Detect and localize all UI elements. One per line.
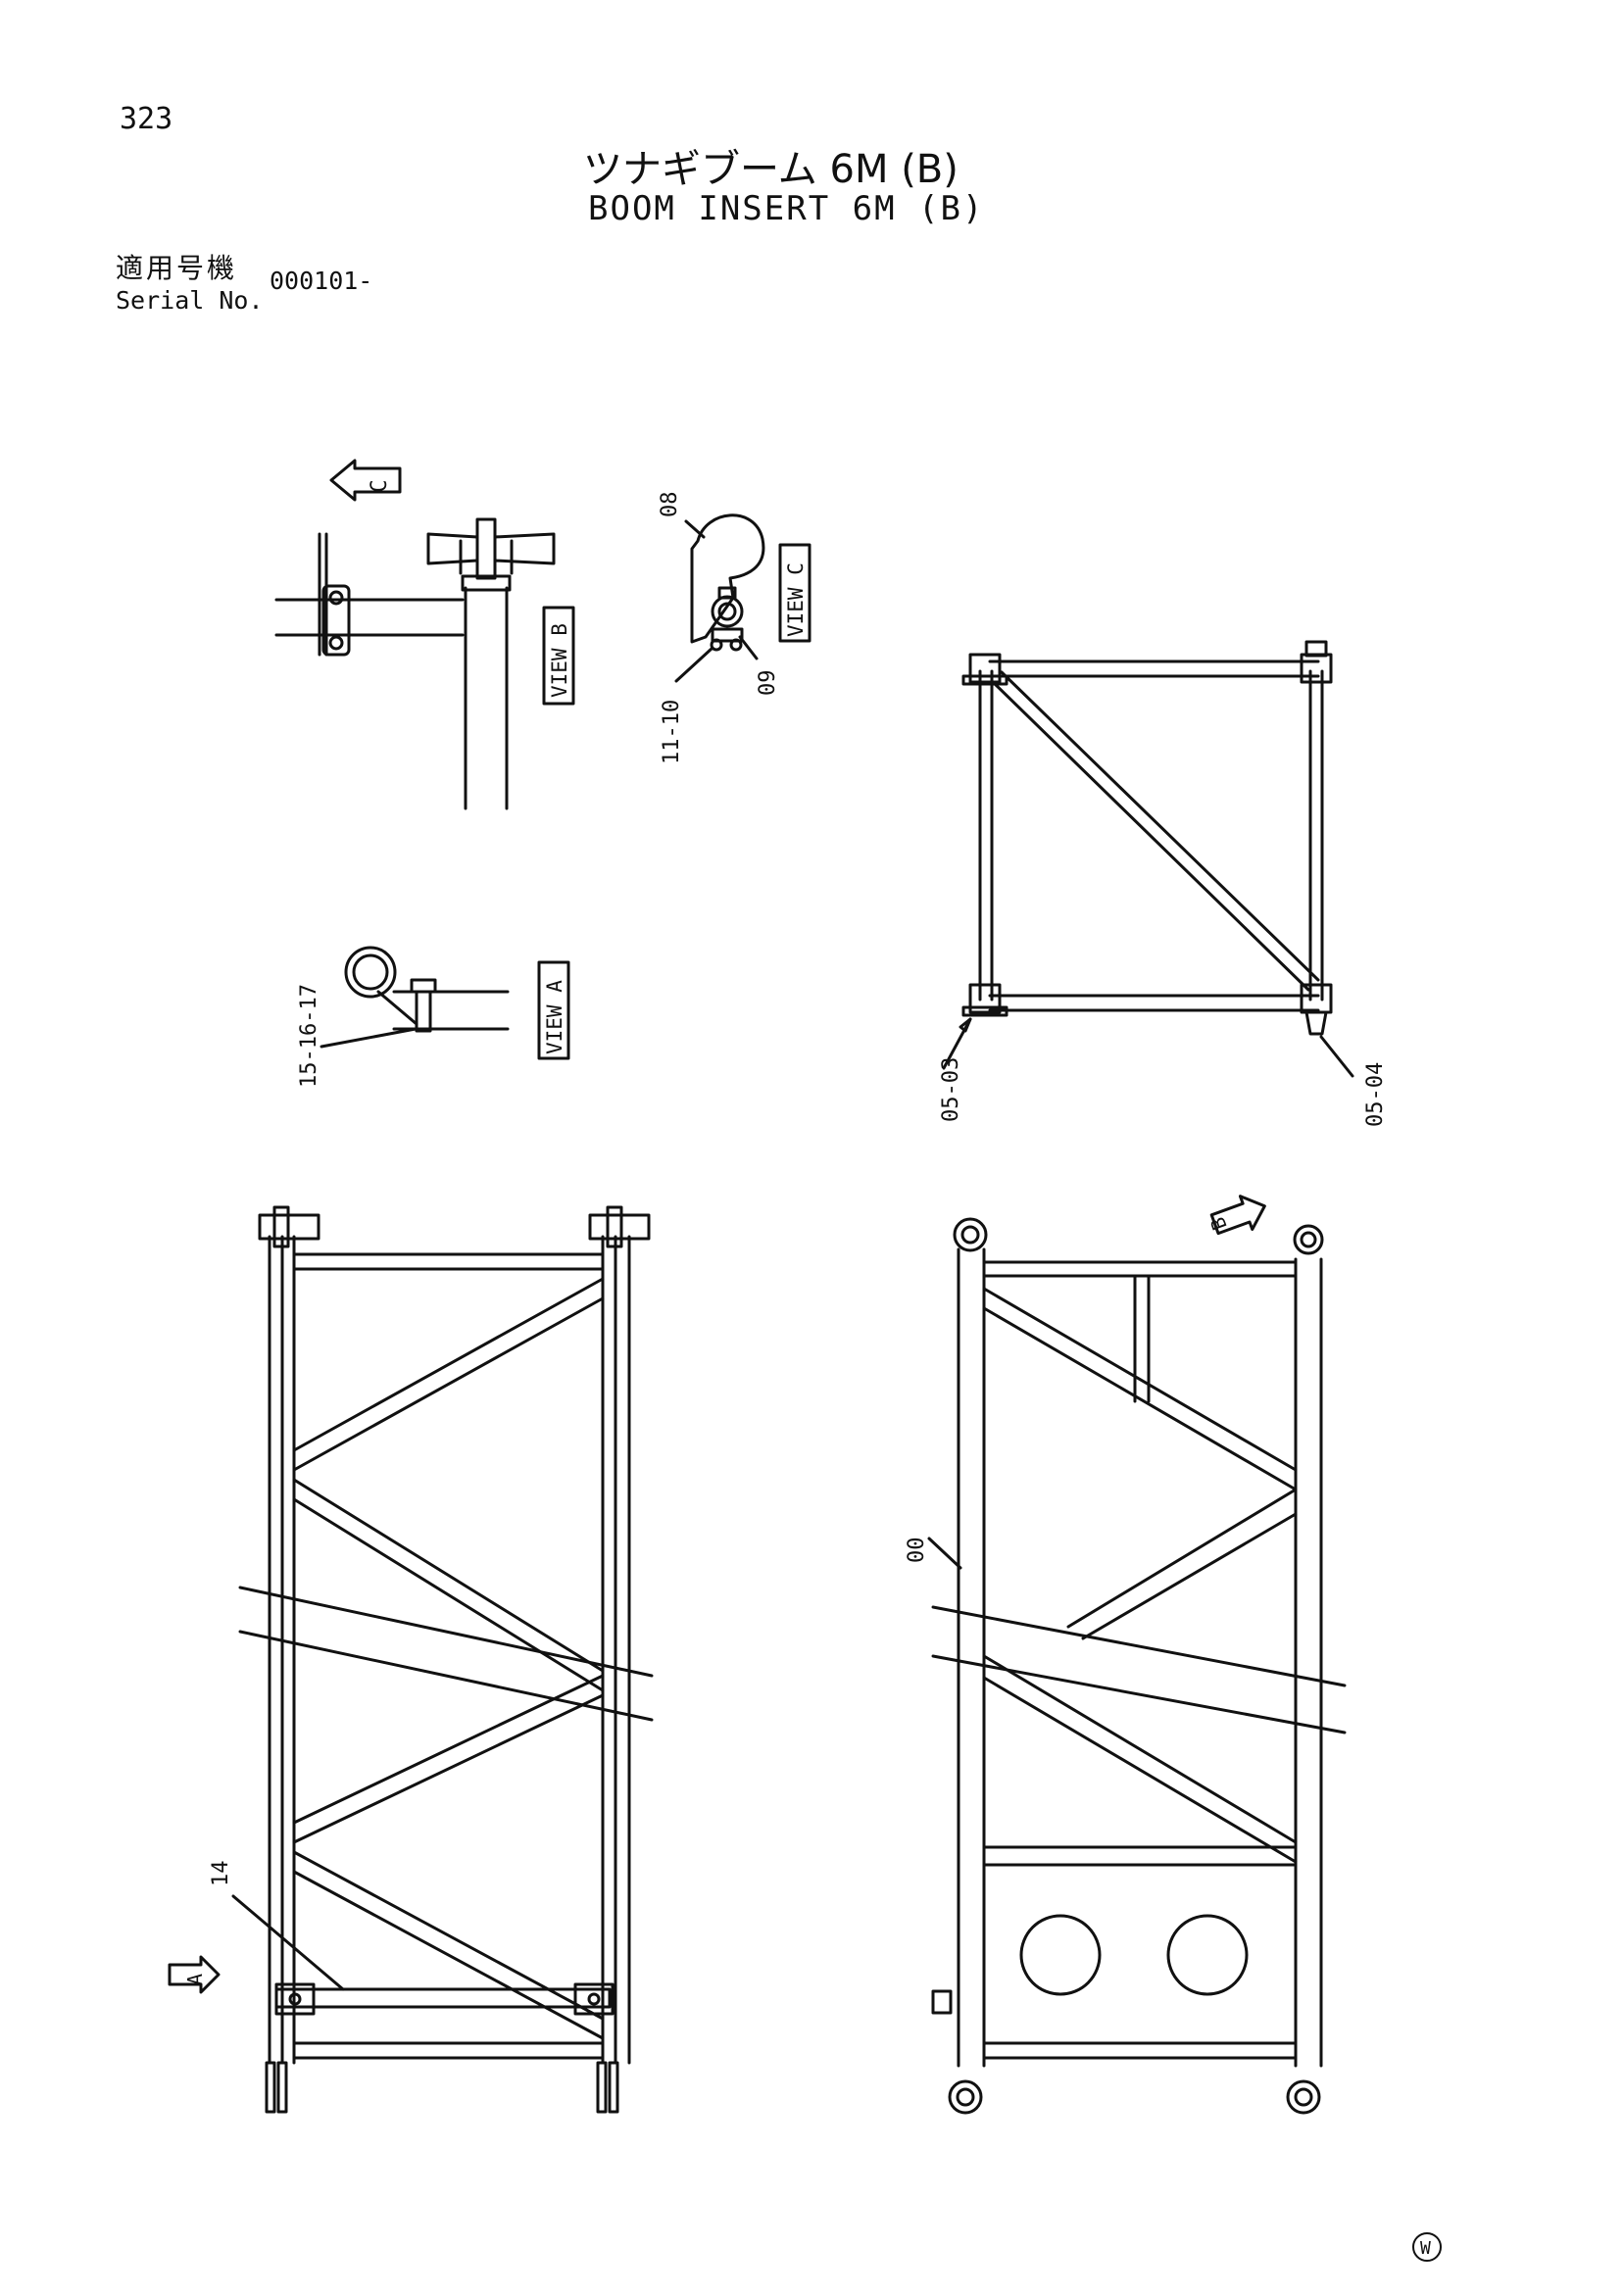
view-b-detail: C VIEW B (274, 459, 575, 810)
callout-05-03: 05-03 (939, 1057, 963, 1122)
side-view-frame: 14 A (168, 1205, 654, 2114)
callout-09: 09 (756, 670, 780, 697)
view-b-label: VIEW B (548, 623, 571, 698)
callout-05-04: 05-04 (1363, 1062, 1388, 1127)
serial-label-english: Serial No. (116, 286, 264, 315)
view-a-label: VIEW A (543, 980, 566, 1054)
view-b-arrow: B (1205, 1195, 1266, 1236)
view-c-detail: VIEW C 08 09 11-10 (658, 492, 812, 764)
view-a-detail: VIEW A 15-16-17 (297, 946, 570, 1088)
view-a-arrow: A (168, 1955, 221, 1994)
title-english: BOOM INSERT 6M (B) (588, 189, 985, 228)
top-view-frame: 00 B (905, 1195, 1347, 2115)
callout-08: 08 (658, 492, 682, 518)
view-c-label-box: VIEW C (778, 543, 812, 643)
footer-mark: W (1412, 2232, 1442, 2262)
view-c-arrow: C (329, 459, 402, 502)
view-a-label-box: VIEW A (537, 960, 570, 1060)
callout-15-16-17: 15-16-17 (297, 984, 321, 1088)
view-b-label-box: VIEW B (542, 606, 575, 706)
callout-14: 14 (209, 1861, 233, 1887)
page-number: 323 (120, 102, 173, 136)
view-c-arrow-label: C (368, 479, 392, 492)
title-japanese: ツナギブーム 6M (B) (583, 147, 959, 192)
callout-11-10: 11-10 (660, 700, 684, 764)
serial-label-japanese: 適用号機 (116, 252, 238, 284)
callout-00: 00 (905, 1538, 929, 1564)
view-a-arrow-label: A (183, 1974, 207, 1985)
serial-number-value: 000101- (270, 267, 373, 295)
view-c-label: VIEW C (784, 562, 808, 637)
end-view-frame: 05-03 05-04 (939, 640, 1388, 1127)
footer-mark-letter: W (1420, 2238, 1431, 2259)
